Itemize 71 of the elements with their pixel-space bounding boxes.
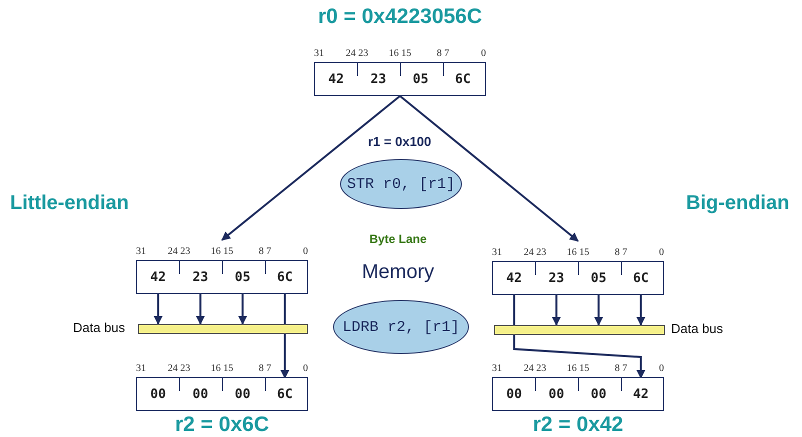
byte-value: 42	[137, 261, 180, 293]
register-box	[492, 261, 664, 295]
arrow	[280, 293, 290, 379]
byte-value: 00	[222, 378, 264, 410]
bit-number: 0	[303, 246, 308, 257]
bit-number: 8 7	[436, 48, 450, 59]
byte-value: 23	[357, 63, 400, 95]
arrow	[636, 294, 646, 326]
instruction-ellipse: LDRB r2, [r1]	[333, 300, 469, 354]
arrow	[399, 95, 579, 242]
byte-value: 23	[179, 261, 222, 293]
byte-value: 6C	[442, 63, 484, 95]
bit-number: 24 23	[346, 48, 368, 59]
bit-number: 0	[659, 363, 664, 374]
bit-number: 16 15	[388, 48, 412, 59]
bit-number: 0	[659, 247, 664, 258]
arrow	[221, 95, 401, 241]
byte-value: 00	[493, 378, 536, 410]
arrow	[552, 294, 561, 326]
bit-number: 31	[136, 363, 146, 374]
bit-number: 31	[314, 48, 324, 59]
bit-number: 24 23	[524, 363, 546, 374]
arrow	[238, 293, 248, 325]
bit-number: 0	[303, 363, 308, 374]
bit-number: 16 15	[566, 363, 590, 374]
byte-value: 00	[535, 378, 578, 410]
byte-value: 6C	[264, 261, 306, 293]
arrow	[196, 293, 205, 325]
data-bus-bar	[138, 324, 308, 334]
bit-number: 8 7	[614, 363, 628, 374]
byte-value: 00	[578, 378, 620, 410]
data-bus-bar	[494, 325, 665, 335]
bit-number: 16 15	[210, 246, 234, 257]
bit-number: 8 7	[258, 363, 272, 374]
arrow	[594, 294, 604, 326]
byte-value: 6C	[264, 378, 306, 410]
byte-value: 00	[179, 378, 222, 410]
bit-number: 31	[492, 363, 502, 374]
bit-number: 24 23	[524, 247, 546, 258]
byte-value: 42	[620, 378, 662, 410]
bit-number: 24 23	[168, 363, 190, 374]
arrow	[513, 294, 646, 379]
byte-value: 42	[493, 262, 536, 294]
bit-number: 0	[481, 48, 486, 59]
register-note: r1 = 0x100	[368, 134, 432, 149]
byte-value: 23	[535, 262, 578, 294]
instruction-ellipse: STR r0, [r1]	[340, 159, 462, 209]
section-heading: Big-endian	[686, 192, 790, 215]
bit-number: 8 7	[258, 246, 272, 257]
byte-value: 05	[222, 261, 264, 293]
section-heading: Memory	[362, 261, 434, 284]
bit-number: 31	[492, 247, 502, 258]
bit-number: 16 15	[210, 363, 234, 374]
byte-value: 05	[578, 262, 620, 294]
register-label: r2 = 0x6C	[174, 413, 270, 437]
register-box	[136, 260, 308, 294]
bit-number: 8 7	[614, 247, 628, 258]
register-label: r0 = 0x4223056C	[316, 5, 484, 29]
bus-label: Data bus	[671, 321, 724, 336]
bit-number: 16 15	[566, 247, 590, 258]
section-heading: Little-endian	[10, 192, 129, 215]
bit-number: 31	[136, 246, 146, 257]
caption-text: Byte Lane	[369, 232, 427, 246]
arrow	[154, 293, 163, 325]
bit-number: 24 23	[168, 246, 190, 257]
byte-value: 05	[400, 63, 442, 95]
register-label: r2 = 0x42	[532, 413, 624, 437]
byte-value: 00	[137, 378, 180, 410]
byte-value: 6C	[620, 262, 662, 294]
byte-value: 42	[315, 63, 358, 95]
bus-label: Data bus	[73, 320, 126, 335]
